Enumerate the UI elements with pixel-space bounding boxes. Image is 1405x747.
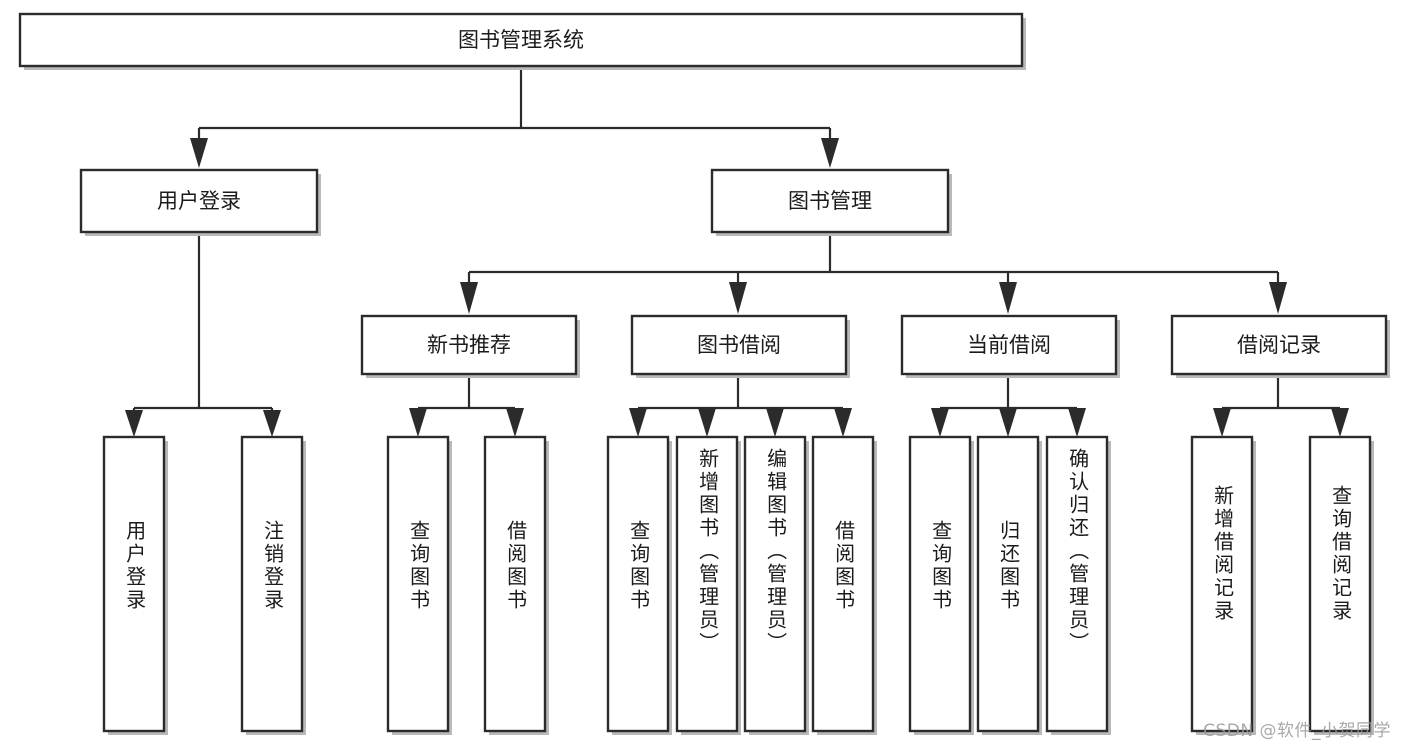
- leaf-add-book-box[interactable]: [675, 435, 739, 733]
- leaf-query-book-recommend-box[interactable]: [386, 435, 450, 733]
- node-new-book-recommend[interactable]: 新书推荐: [360, 314, 580, 378]
- leaf-user-login-box[interactable]: [102, 435, 166, 733]
- arrow-to-leaf-borrow-book-1: [506, 408, 524, 437]
- node-root-box[interactable]: [18, 12, 1024, 68]
- arrow-to-leaf-query-book-1: [409, 408, 427, 437]
- node-book-borrow-box[interactable]: [630, 314, 848, 376]
- node-root-label: 图书管理系统: [458, 28, 584, 52]
- arrow-to-leaf-user-login: [125, 410, 143, 437]
- leaf-user-login[interactable]: [102, 435, 168, 735]
- leaf-return-book[interactable]: [976, 435, 1042, 735]
- node-current-borrow-box[interactable]: [900, 314, 1118, 376]
- leaf-edit-book[interactable]: [743, 435, 809, 735]
- node-root[interactable]: 图书管理系统: [18, 12, 1026, 70]
- arrow-to-book-mgmt: [821, 138, 839, 168]
- leaf-query-book-recommend[interactable]: [386, 435, 452, 735]
- node-borrow-records[interactable]: 借阅记录: [1170, 314, 1390, 378]
- node-book-management-label: 图书管理: [788, 189, 872, 213]
- node-book-borrow-label: 图书借阅: [697, 333, 781, 357]
- leaf-add-record[interactable]: [1190, 435, 1256, 735]
- node-new-book-recommend-label: 新书推荐: [427, 333, 511, 357]
- arrow-to-leaf-return-book: [999, 408, 1017, 437]
- leaf-query-book-current-box[interactable]: [908, 435, 972, 733]
- node-borrow-records-label: 借阅记录: [1237, 333, 1321, 357]
- arrow-to-leaf-borrow-book-2: [834, 408, 852, 437]
- leaf-query-book-current[interactable]: [908, 435, 974, 735]
- arrow-to-user-login: [190, 138, 208, 168]
- node-book-management-box[interactable]: [710, 168, 950, 234]
- node-user-login-box[interactable]: [79, 168, 319, 234]
- leaf-edit-book-box[interactable]: [743, 435, 807, 733]
- leaf-return-book-box[interactable]: [976, 435, 1040, 733]
- arrow-to-leaf-add-record: [1213, 408, 1231, 437]
- node-current-borrow-label: 当前借阅: [967, 333, 1051, 357]
- leaf-borrow-book-recommend-box[interactable]: [483, 435, 547, 733]
- arrow-to-leaf-query-book-3: [931, 408, 949, 437]
- arrow-to-leaf-query-record: [1331, 408, 1349, 437]
- leaf-logout-box[interactable]: [240, 435, 304, 733]
- watermark-text: CSDN @软件_小贺同学: [1203, 721, 1391, 741]
- leaf-add-book[interactable]: [675, 435, 741, 735]
- leaf-query-book-borrow-box[interactable]: [606, 435, 670, 733]
- leaf-query-record-box[interactable]: [1308, 435, 1372, 733]
- arrow-to-leaf-logout: [263, 410, 281, 437]
- leaf-query-record[interactable]: [1308, 435, 1374, 735]
- node-borrow-records-box[interactable]: [1170, 314, 1388, 376]
- node-user-login[interactable]: 用户登录: [79, 168, 321, 236]
- leaf-confirm-return[interactable]: [1045, 435, 1111, 735]
- leaf-borrow-book[interactable]: [811, 435, 877, 735]
- node-user-login-label: 用户登录: [157, 189, 241, 213]
- node-new-book-recommend-box[interactable]: [360, 314, 578, 376]
- arrow-to-borrow-records: [1269, 282, 1287, 314]
- arrow-to-book-borrow: [729, 282, 747, 314]
- leaf-borrow-book-box[interactable]: [811, 435, 875, 733]
- node-book-management[interactable]: 图书管理: [710, 168, 952, 236]
- leaf-borrow-book-recommend[interactable]: [483, 435, 549, 735]
- leaf-logout[interactable]: [240, 435, 306, 735]
- arrow-to-leaf-edit-book: [766, 408, 784, 437]
- arrow-to-leaf-confirm-return: [1068, 408, 1086, 437]
- arrow-to-new-book-recommend: [460, 282, 478, 314]
- leaf-confirm-return-box[interactable]: [1045, 435, 1109, 733]
- node-book-borrow[interactable]: 图书借阅: [630, 314, 850, 378]
- leaf-query-book-borrow[interactable]: [606, 435, 672, 735]
- leaf-add-record-box[interactable]: [1190, 435, 1254, 733]
- arrow-to-leaf-add-book: [698, 408, 716, 437]
- arrow-to-current-borrow: [999, 282, 1017, 314]
- node-current-borrow[interactable]: 当前借阅: [900, 314, 1120, 378]
- arrow-to-leaf-query-book-2: [629, 408, 647, 437]
- connector-layer: [125, 67, 1349, 437]
